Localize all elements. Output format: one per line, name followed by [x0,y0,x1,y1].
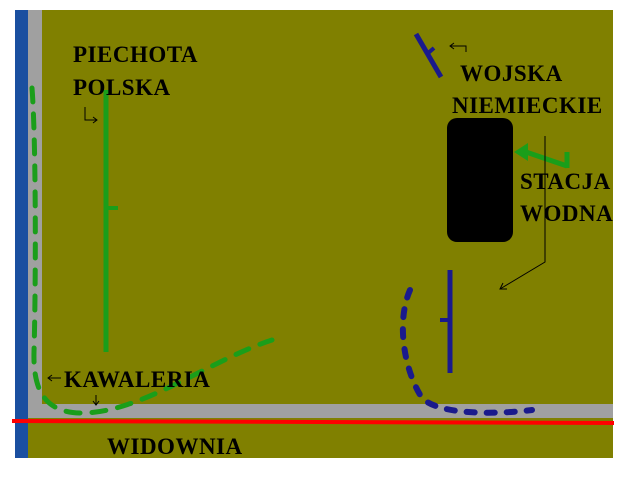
label-stacja-line1: STACJA [520,169,611,194]
wojska-pointer-head [449,42,455,50]
label-wojska-line1: WOJSKA [460,61,563,86]
river-strip [15,10,28,458]
german-troops-north [413,32,444,79]
german-troops-north-tick [425,46,436,56]
stacja-pointer-head [499,282,507,290]
label-piechota-line1: PIECHOTA [73,42,198,67]
german-flank-path [399,287,535,416]
label-piechota-line2: POLSKA [73,75,171,100]
polish-attack-arrow-shaft [525,149,568,169]
kawaleria-down-pointer-head [92,400,100,406]
water-station-block [447,118,513,242]
wojska-pointer-icon [450,45,467,52]
polish-attack-arrow-head [514,143,528,161]
label-stacja-line2: WODNA [520,201,614,226]
label-widownia: WIDOWNIA [107,434,243,459]
road-vertical [28,10,42,408]
piechota-pointer-icon [84,107,97,121]
label-kawaleria: KAWALERIA [64,367,211,392]
stacja-pointer-icon [499,136,546,290]
audience-divider-line [11,419,615,425]
label-wojska-line2: NIEMIECKIE [452,93,603,118]
kawaleria-pointer-head [47,374,53,382]
piechota-pointer-head [92,116,98,124]
battlefield-area [15,10,613,458]
